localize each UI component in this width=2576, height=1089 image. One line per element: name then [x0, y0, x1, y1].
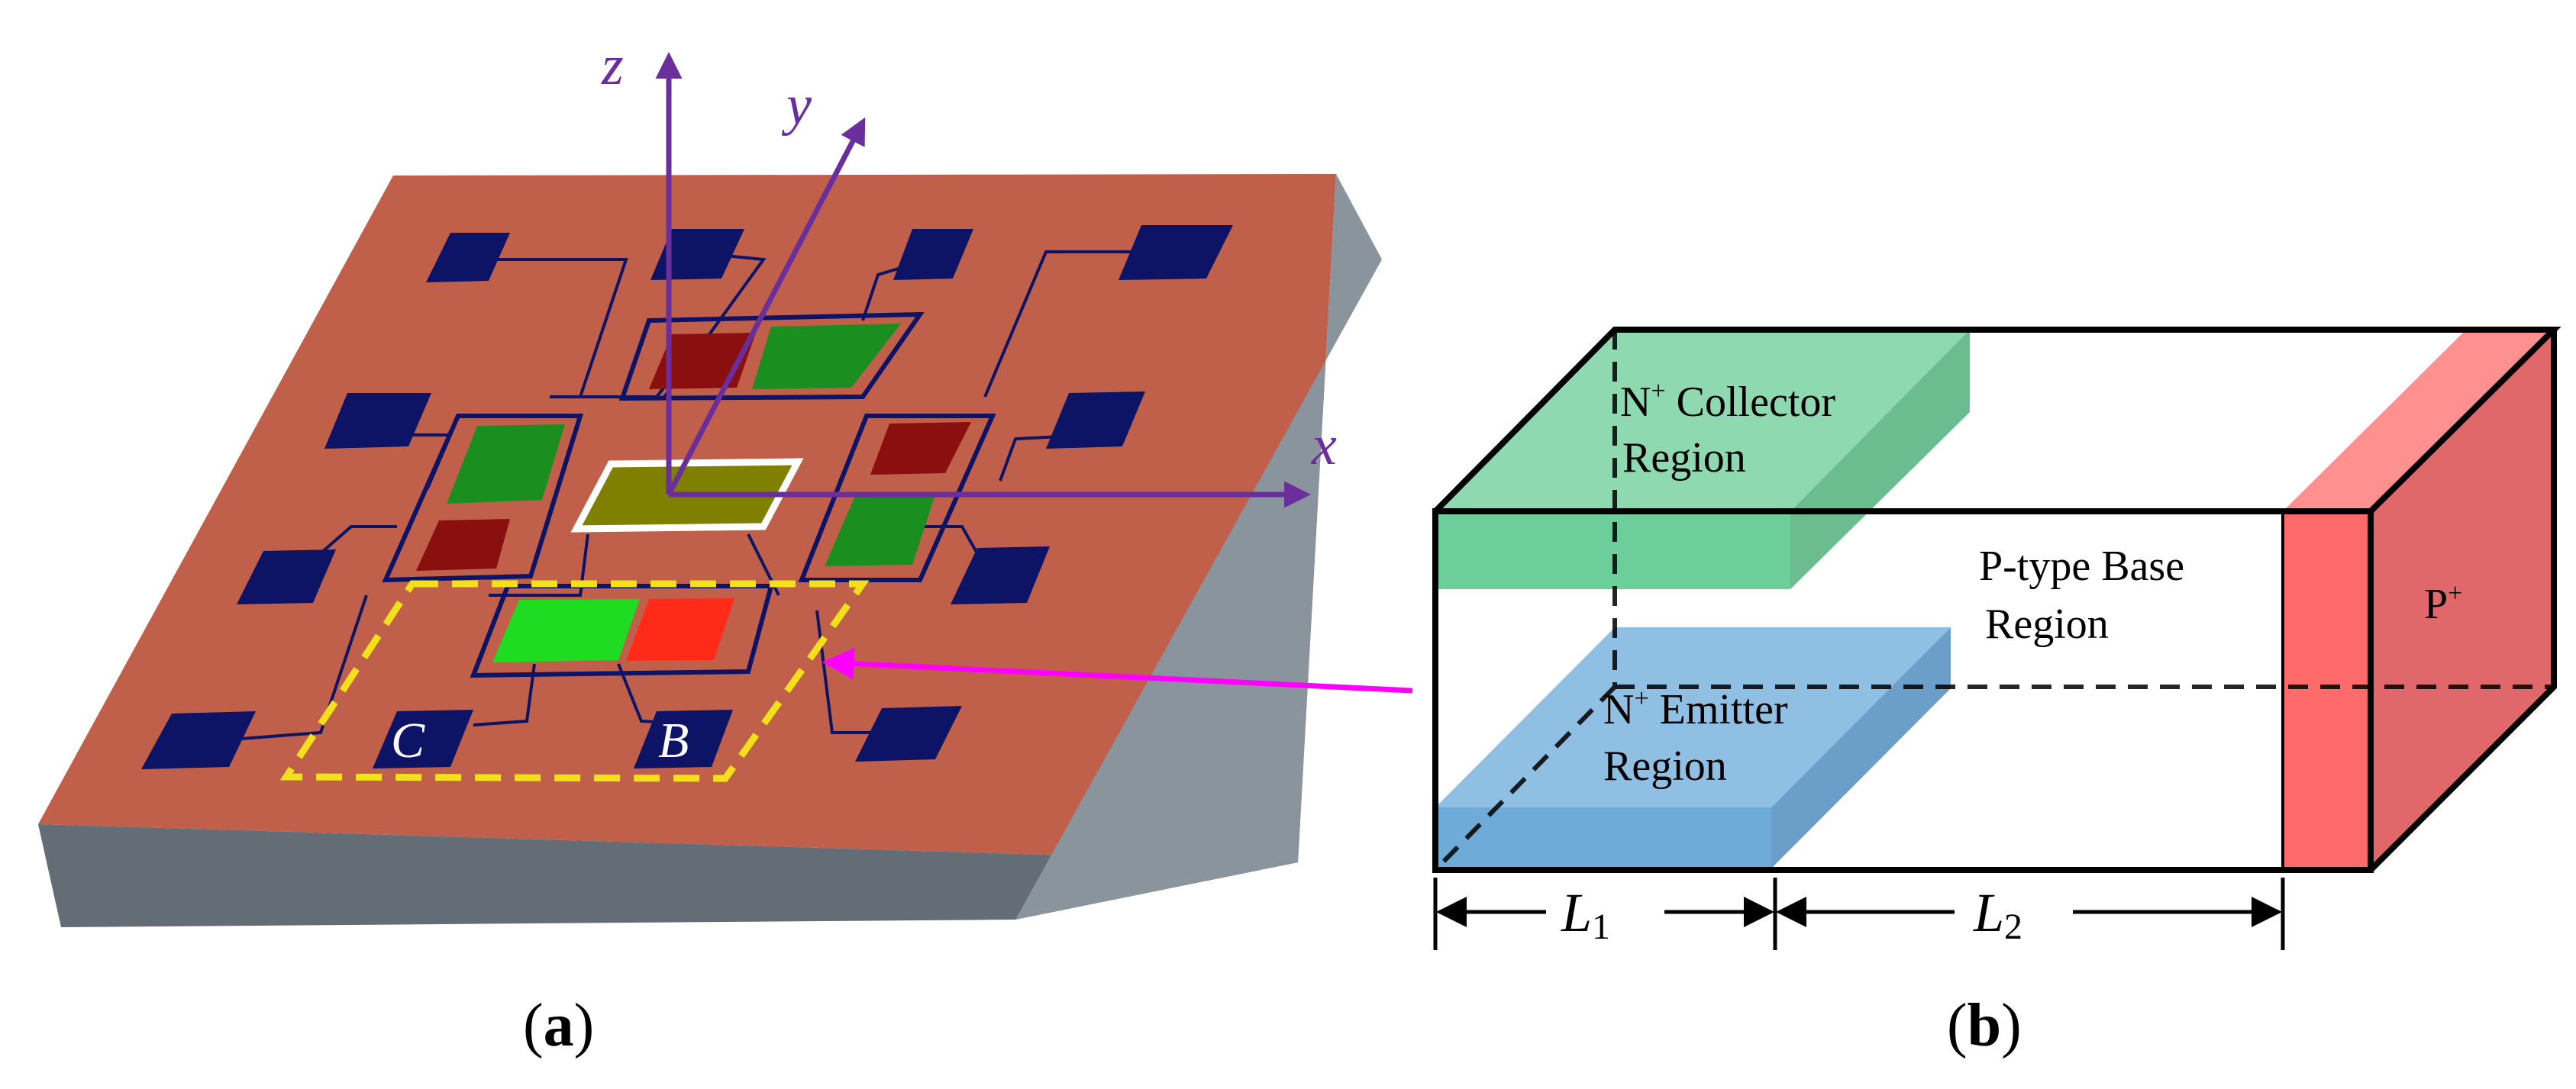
- bonding-pads: [141, 225, 1233, 769]
- pad-c: [373, 710, 473, 768]
- collector-label-line2: Region: [1622, 434, 1746, 482]
- x-axis-label: x: [1311, 414, 1337, 477]
- panel-b: N+ Collector Region N+ Emitter Region P-…: [1432, 327, 2561, 1059]
- pad: [324, 393, 431, 449]
- pad: [426, 233, 510, 282]
- caption-b: (b): [1947, 992, 2022, 1059]
- l2-label: L2: [1973, 882, 2022, 947]
- coordinate-axes: [655, 52, 1311, 508]
- collector-label-line1: N+ Collector: [1620, 377, 1835, 426]
- caption-a: (a): [523, 992, 594, 1059]
- z-axis-label: z: [601, 34, 624, 97]
- device-cells: [416, 324, 971, 662]
- pplus-label: P+: [2424, 579, 2462, 628]
- pad-b-label: B: [658, 713, 689, 768]
- dimension-markers: [1433, 878, 2285, 950]
- highlight-dashed-box: [279, 580, 870, 782]
- collector-region-front: [1435, 511, 1790, 589]
- device-box-outline: [1432, 327, 2561, 873]
- emitter-region-front: [1435, 807, 1771, 868]
- y-axis: [666, 117, 866, 496]
- collector-region-top: [1435, 330, 1970, 511]
- emitter-label-line2: Region: [1603, 743, 1727, 790]
- cell-green-left: [447, 424, 565, 504]
- collector-region-side: [1790, 330, 1970, 589]
- cell-green-right: [825, 495, 935, 566]
- pad: [1119, 225, 1233, 280]
- cell-dark-red-right: [870, 422, 971, 475]
- pad: [650, 229, 744, 280]
- emitter-label-line1: N+ Emitter: [1603, 685, 1788, 733]
- pad: [893, 229, 973, 280]
- cell-bright-red: [626, 598, 734, 661]
- substrate-chip: [38, 174, 1382, 927]
- l1-label: L1: [1561, 882, 1610, 947]
- pad: [141, 711, 256, 769]
- device-outlines: [382, 311, 996, 678]
- base-label-line2: Region: [1985, 601, 2109, 648]
- pad: [951, 546, 1050, 604]
- base-label-line1: P-type Base: [1979, 543, 2184, 590]
- cell-green-top: [752, 324, 901, 389]
- pointer-arrow: [822, 647, 1413, 694]
- pplus-region-front: [2283, 511, 2371, 870]
- pad: [855, 706, 962, 762]
- pad: [237, 549, 336, 604]
- pplus-region-top: [2283, 330, 2554, 511]
- pad-c-label: C: [391, 713, 425, 768]
- cell-bright-green: [492, 599, 640, 662]
- y-axis-label: y: [781, 74, 812, 137]
- pplus-region-side: [2371, 330, 2554, 870]
- panel-a: C B z y x (a): [38, 34, 1413, 1059]
- pad-b: [634, 710, 733, 768]
- substrate-front-face: [38, 824, 1298, 927]
- pad: [1046, 391, 1145, 449]
- substrate-side-face: [1015, 174, 1382, 920]
- emitter-region-top: [1435, 627, 1951, 807]
- cell-dark-red-left: [416, 519, 510, 571]
